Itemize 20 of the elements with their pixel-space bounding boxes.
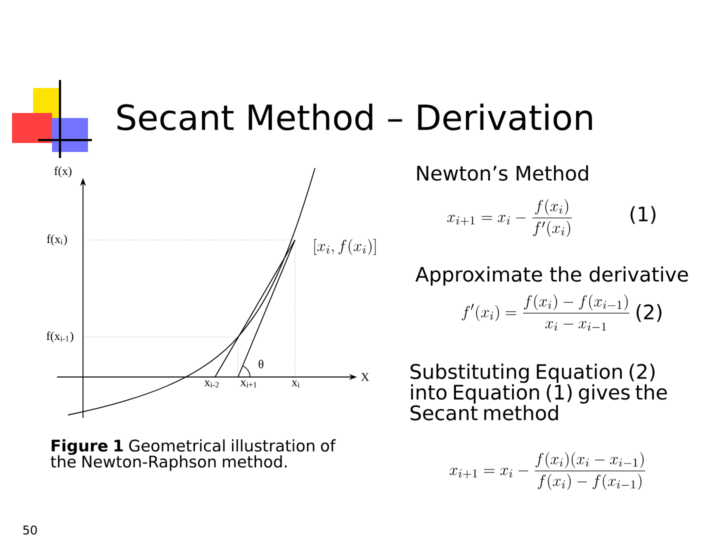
title: Secant Method – Derivation (117, 104, 592, 130)
equation-number: (2) (636, 304, 662, 322)
axis-label: X (360, 373, 370, 381)
paragraph-text: Substituting Equation (2) into Equation (1) gives the Secant method (410, 364, 667, 420)
point-label: $\left[x_i, f(x_i)\right]$ (314, 239, 376, 256)
formula: $x_{i+1} = x_i - \frac{f(x_i)(x_i - x_{i-1})}{f(x_i) - f(x_{i-1})}$ (450, 452, 646, 490)
heading-text: Newton’s Method (417, 165, 588, 181)
formula: $f'(x_i) = \frac{f(x_i) - f(x_{i-1})}{x_i - x_{i-1}}$ (462, 294, 630, 331)
angle-label: θ (258, 360, 264, 368)
tick-label: x$_{i-2}$ (204, 380, 219, 388)
equation-number: (1) (630, 206, 656, 224)
figure-caption: Figure 1 Geometrical illustration of the Newton-Raphson method. (50, 439, 336, 471)
tick-label: x$_{i+1}$ (240, 380, 257, 388)
formula: $x_{i+1} = x_i - \frac{f(x_i)}{f'(x_i)}$ (447, 199, 572, 237)
heading-text: Approximate the derivative (415, 266, 688, 286)
tick-label: x$_{i}$ (292, 380, 300, 388)
page-number: 50 (23, 525, 37, 535)
axis-label: f(x) (54, 166, 72, 178)
tick-label: f(x$_{i}$) (46, 234, 67, 246)
tick-label: f(x$_{i-1}$) (46, 332, 74, 342)
